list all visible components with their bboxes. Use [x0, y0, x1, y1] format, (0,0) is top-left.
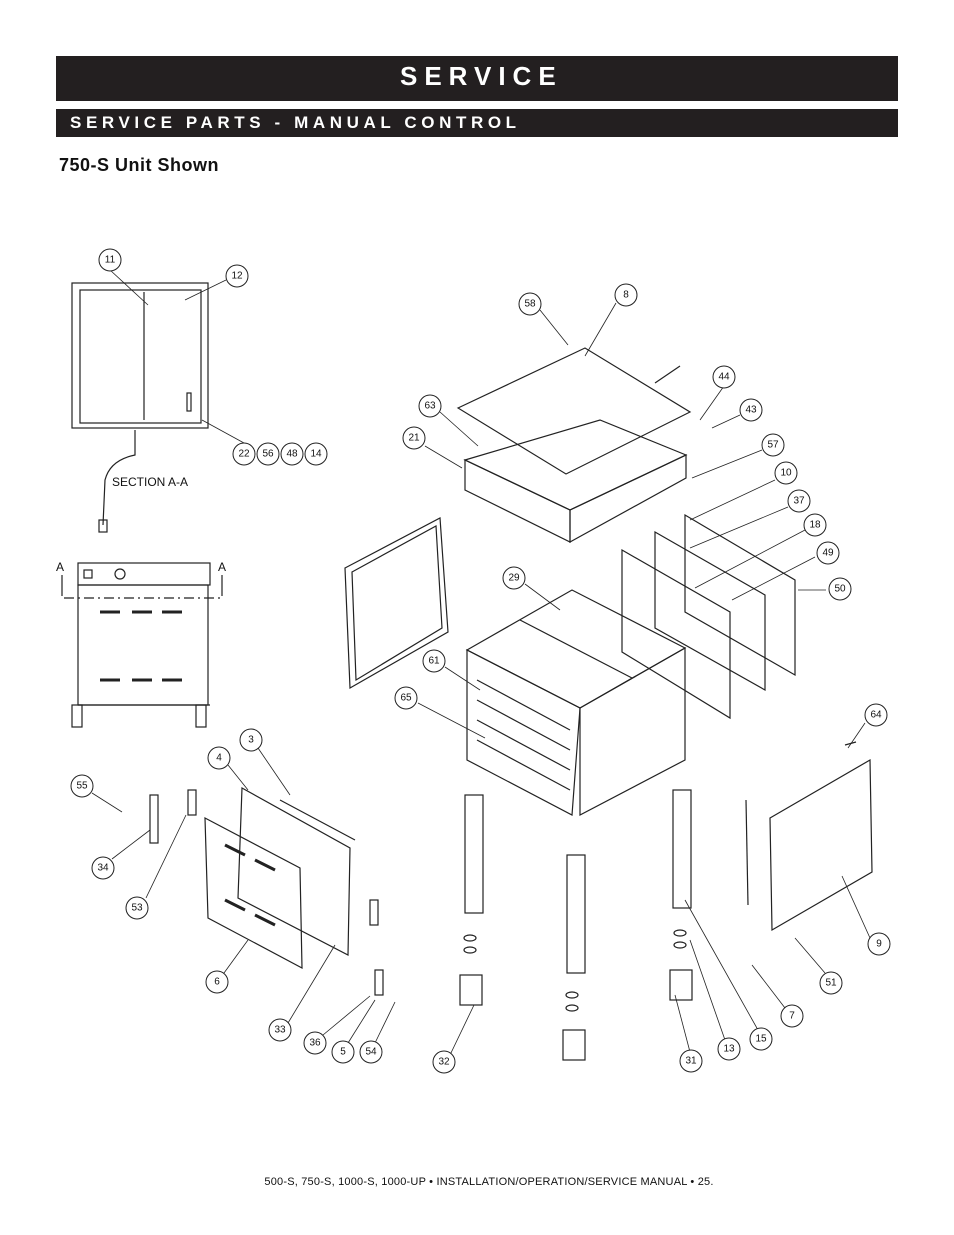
svg-text:14: 14 [310, 449, 322, 460]
svg-text:53: 53 [131, 903, 143, 914]
svg-text:8: 8 [623, 290, 629, 301]
section-title: SERVICE [400, 61, 563, 91]
side-door [344, 517, 449, 690]
svg-text:12: 12 [231, 271, 243, 282]
top-assembly [456, 347, 692, 544]
callout-31: 31 [679, 1049, 703, 1073]
svg-text:10: 10 [780, 468, 792, 479]
svg-text:36: 36 [309, 1038, 321, 1049]
callout-63: 63 [418, 394, 442, 418]
callout-33: 33 [268, 1018, 292, 1042]
svg-text:21: 21 [408, 433, 420, 444]
svg-text:6: 6 [214, 977, 220, 988]
callout-54: 54 [359, 1040, 383, 1064]
svg-text:7: 7 [789, 1011, 795, 1022]
callout-57: 57 [761, 433, 785, 457]
callout-12: 12 [225, 264, 249, 288]
svg-text:58: 58 [524, 299, 536, 310]
legs [459, 789, 693, 1061]
svg-text:37: 37 [793, 496, 805, 507]
svg-text:29: 29 [508, 573, 520, 584]
callout-7: 7 [780, 1004, 804, 1028]
callout-50: 50 [828, 577, 852, 601]
svg-text:64: 64 [870, 710, 882, 721]
section-marker-right: A [218, 560, 226, 574]
svg-text:57: 57 [767, 440, 779, 451]
callout-6: 6 [205, 970, 229, 994]
callout-10: 10 [774, 461, 798, 485]
svg-text:31: 31 [685, 1056, 697, 1067]
svg-text:48: 48 [286, 449, 298, 460]
callout-61: 61 [422, 649, 446, 673]
svg-text:33: 33 [274, 1025, 286, 1036]
svg-text:9: 9 [876, 939, 882, 950]
svg-text:63: 63 [424, 401, 436, 412]
right-side-panel [745, 741, 873, 932]
section-marker-left: A [56, 560, 64, 574]
callout-32: 32 [432, 1050, 456, 1074]
callout-48: 48 [280, 442, 304, 466]
cabinet-body [465, 589, 687, 816]
callout-11: 11 [98, 248, 122, 272]
svg-text:43: 43 [745, 405, 757, 416]
section-header: SERVICE [56, 56, 898, 101]
callout-56: 56 [256, 442, 280, 466]
svg-text:54: 54 [365, 1047, 377, 1058]
callout-37: 37 [787, 489, 811, 513]
svg-text:3: 3 [248, 735, 254, 746]
callout-51: 51 [819, 971, 843, 995]
callout-43: 43 [739, 398, 763, 422]
leader-lines [91, 269, 871, 1056]
svg-text:61: 61 [428, 656, 440, 667]
callout-18: 18 [803, 513, 827, 537]
callout-5: 5 [331, 1040, 355, 1064]
svg-text:11: 11 [105, 255, 116, 266]
svg-text:49: 49 [822, 548, 834, 559]
svg-text:65: 65 [400, 693, 412, 704]
section-label: SECTION A-A [112, 475, 188, 489]
callout-4: 4 [207, 746, 231, 770]
page-footer: 500-S, 750-S, 1000-S, 1000-UP • INSTALLA… [264, 1176, 714, 1188]
svg-text:44: 44 [718, 372, 730, 383]
callout-14: 14 [304, 442, 328, 466]
callouts: 11 12 22 56 48 14 58 8 44 43 63 21 57 10… [70, 248, 891, 1074]
callout-55: 55 [70, 774, 94, 798]
svg-text:13: 13 [723, 1044, 735, 1055]
svg-text:15: 15 [755, 1034, 767, 1045]
front-view [61, 562, 223, 728]
callout-3: 3 [239, 728, 263, 752]
svg-text:18: 18 [809, 520, 821, 531]
callout-13: 13 [717, 1037, 741, 1061]
callout-44: 44 [712, 365, 736, 389]
svg-text:5: 5 [340, 1047, 346, 1058]
svg-text:50: 50 [834, 584, 846, 595]
svg-text:55: 55 [76, 781, 88, 792]
callout-49: 49 [816, 541, 840, 565]
svg-text:34: 34 [97, 863, 109, 874]
callout-9: 9 [867, 932, 891, 956]
subsection-header: SERVICE PARTS - MANUAL CONTROL [56, 109, 898, 137]
unit-title: 750-S Unit Shown [59, 155, 220, 175]
callout-65: 65 [394, 686, 418, 710]
callout-29: 29 [502, 566, 526, 590]
svg-text:22: 22 [238, 449, 250, 460]
svg-text:32: 32 [438, 1057, 450, 1068]
subsection-title: SERVICE PARTS - MANUAL CONTROL [70, 113, 521, 132]
svg-text:51: 51 [825, 978, 837, 989]
svg-text:4: 4 [216, 753, 222, 764]
callout-15: 15 [749, 1027, 773, 1051]
callout-58: 58 [518, 292, 542, 316]
callout-22: 22 [232, 442, 256, 466]
callout-8: 8 [614, 283, 638, 307]
callout-64: 64 [864, 703, 888, 727]
back-panels [621, 513, 796, 720]
section-view [71, 282, 209, 533]
callout-53: 53 [125, 896, 149, 920]
svg-text:56: 56 [262, 449, 274, 460]
callout-36: 36 [303, 1031, 327, 1055]
front-door [149, 787, 384, 996]
callout-21: 21 [402, 426, 426, 450]
callout-34: 34 [91, 856, 115, 880]
